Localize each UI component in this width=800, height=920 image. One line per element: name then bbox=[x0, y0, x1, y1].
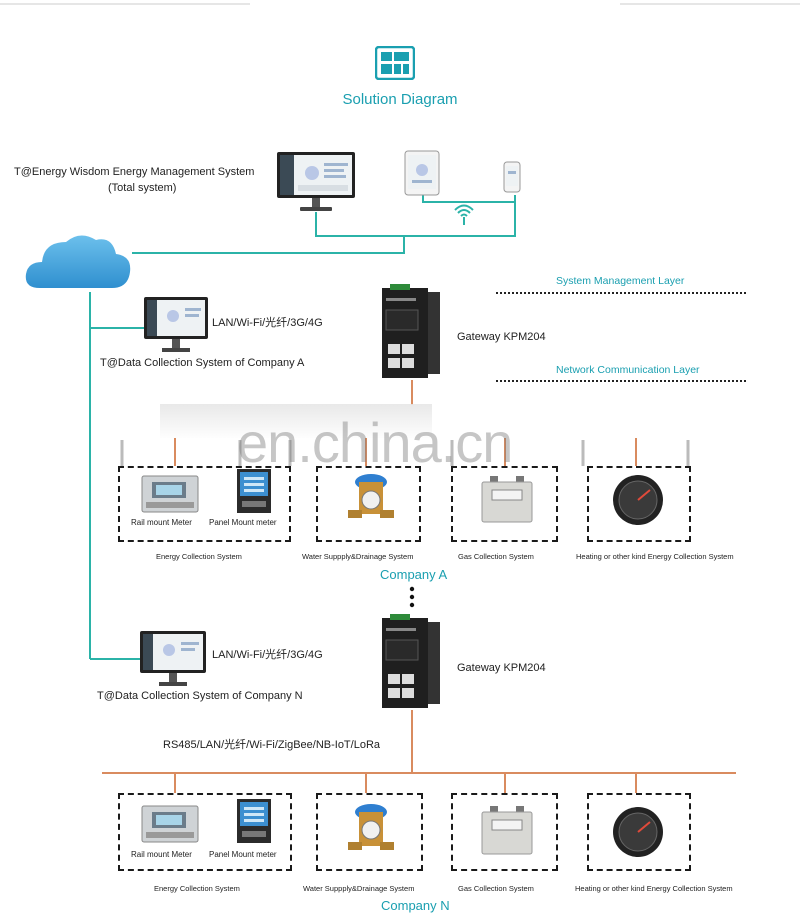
gas-system-label: Gas Collection System bbox=[458, 552, 534, 561]
gas-system-box bbox=[451, 793, 558, 871]
gas-system-label: Gas Collection System bbox=[458, 884, 534, 893]
company-n-collection-system-label: T@Data Collection System of Company N bbox=[97, 690, 303, 702]
page-title: Solution Diagram bbox=[342, 91, 458, 108]
top-system-label-line1: T@Energy Wisdom Energy Management System bbox=[14, 166, 255, 178]
cloud-icon bbox=[22, 228, 134, 292]
gateway-prefix: Gateway bbox=[457, 331, 504, 343]
panel-meter-label: Panel Mount meter bbox=[209, 850, 277, 859]
heat-system-label: Heating or other kind Energy Collection … bbox=[576, 552, 734, 561]
water-meter-icon bbox=[348, 468, 394, 530]
energy-collection-box bbox=[118, 793, 292, 871]
gas-meter-icon bbox=[480, 806, 534, 856]
watermark: en.china.cn bbox=[237, 411, 513, 474]
monitor-icon bbox=[143, 296, 209, 354]
rail-meter-label: Rail mount Meter bbox=[131, 850, 192, 859]
water-meter-icon bbox=[348, 798, 394, 862]
water-system-label: Water Suppply&Drainage System bbox=[302, 552, 414, 561]
company-a-network-label: LAN/Wi-Fi/光纤/3G/4G bbox=[212, 317, 323, 329]
gas-system-box bbox=[451, 466, 558, 542]
water-system-box bbox=[316, 466, 421, 542]
blur-band bbox=[160, 404, 432, 438]
gateway-model: KPM204 bbox=[503, 331, 546, 343]
company-n-gateway-label: Gateway KPM204 bbox=[457, 662, 546, 674]
company-n-label: Company N bbox=[381, 898, 450, 913]
energy-collection-label: Energy Collection System bbox=[156, 552, 242, 561]
energy-collection-box bbox=[118, 466, 291, 542]
bus-protocols-label: RS485/LAN/光纤/Wi-Fi/ZigBee/NB-IoT/LoRa bbox=[163, 739, 381, 751]
rail-meter-label: Rail mount Meter bbox=[131, 518, 192, 527]
heat-system-label: Heating or other kind Energy Collection … bbox=[575, 884, 733, 893]
system-management-layer-label: System Management Layer bbox=[556, 275, 685, 287]
heat-meter-icon bbox=[612, 806, 664, 858]
monitor-icon bbox=[276, 151, 356, 213]
panel-meter-icon bbox=[236, 468, 272, 514]
company-a-collection-system-label: T@Data Collection System of Company A bbox=[100, 357, 305, 369]
water-system-label: Water Suppply&Drainage System bbox=[303, 884, 415, 893]
heat-system-box bbox=[587, 793, 691, 871]
gateway-prefix: Gateway bbox=[457, 662, 504, 674]
company-a-label: Company A bbox=[380, 567, 448, 582]
top-system-label-line2: (Total system) bbox=[108, 182, 177, 194]
network-communication-layer-label: Network Communication Layer bbox=[556, 364, 700, 376]
panel-meter-icon bbox=[236, 798, 272, 844]
gateway-device-icon bbox=[380, 284, 444, 380]
gas-meter-icon bbox=[480, 476, 534, 524]
rail-meter-icon bbox=[140, 470, 200, 514]
water-system-box bbox=[316, 793, 423, 871]
gateway-device-icon bbox=[380, 614, 444, 710]
heat-meter-icon bbox=[612, 474, 664, 526]
phone-icon bbox=[503, 161, 521, 193]
heat-system-box bbox=[587, 466, 691, 542]
panel-meter-label: Panel Mount meter bbox=[209, 518, 277, 527]
gateway-model: KPM204 bbox=[503, 662, 546, 674]
company-n-network-label: LAN/Wi-Fi/光纤/3G/4G bbox=[212, 649, 323, 661]
energy-collection-label: Energy Collection System bbox=[154, 884, 240, 893]
rail-meter-icon bbox=[140, 800, 200, 844]
solution-diagram-icon bbox=[374, 45, 416, 81]
tablet-icon bbox=[404, 150, 440, 196]
wifi-icon bbox=[453, 202, 475, 226]
monitor-icon bbox=[139, 630, 207, 688]
company-a-gateway-label: Gateway KPM204 bbox=[457, 331, 546, 343]
